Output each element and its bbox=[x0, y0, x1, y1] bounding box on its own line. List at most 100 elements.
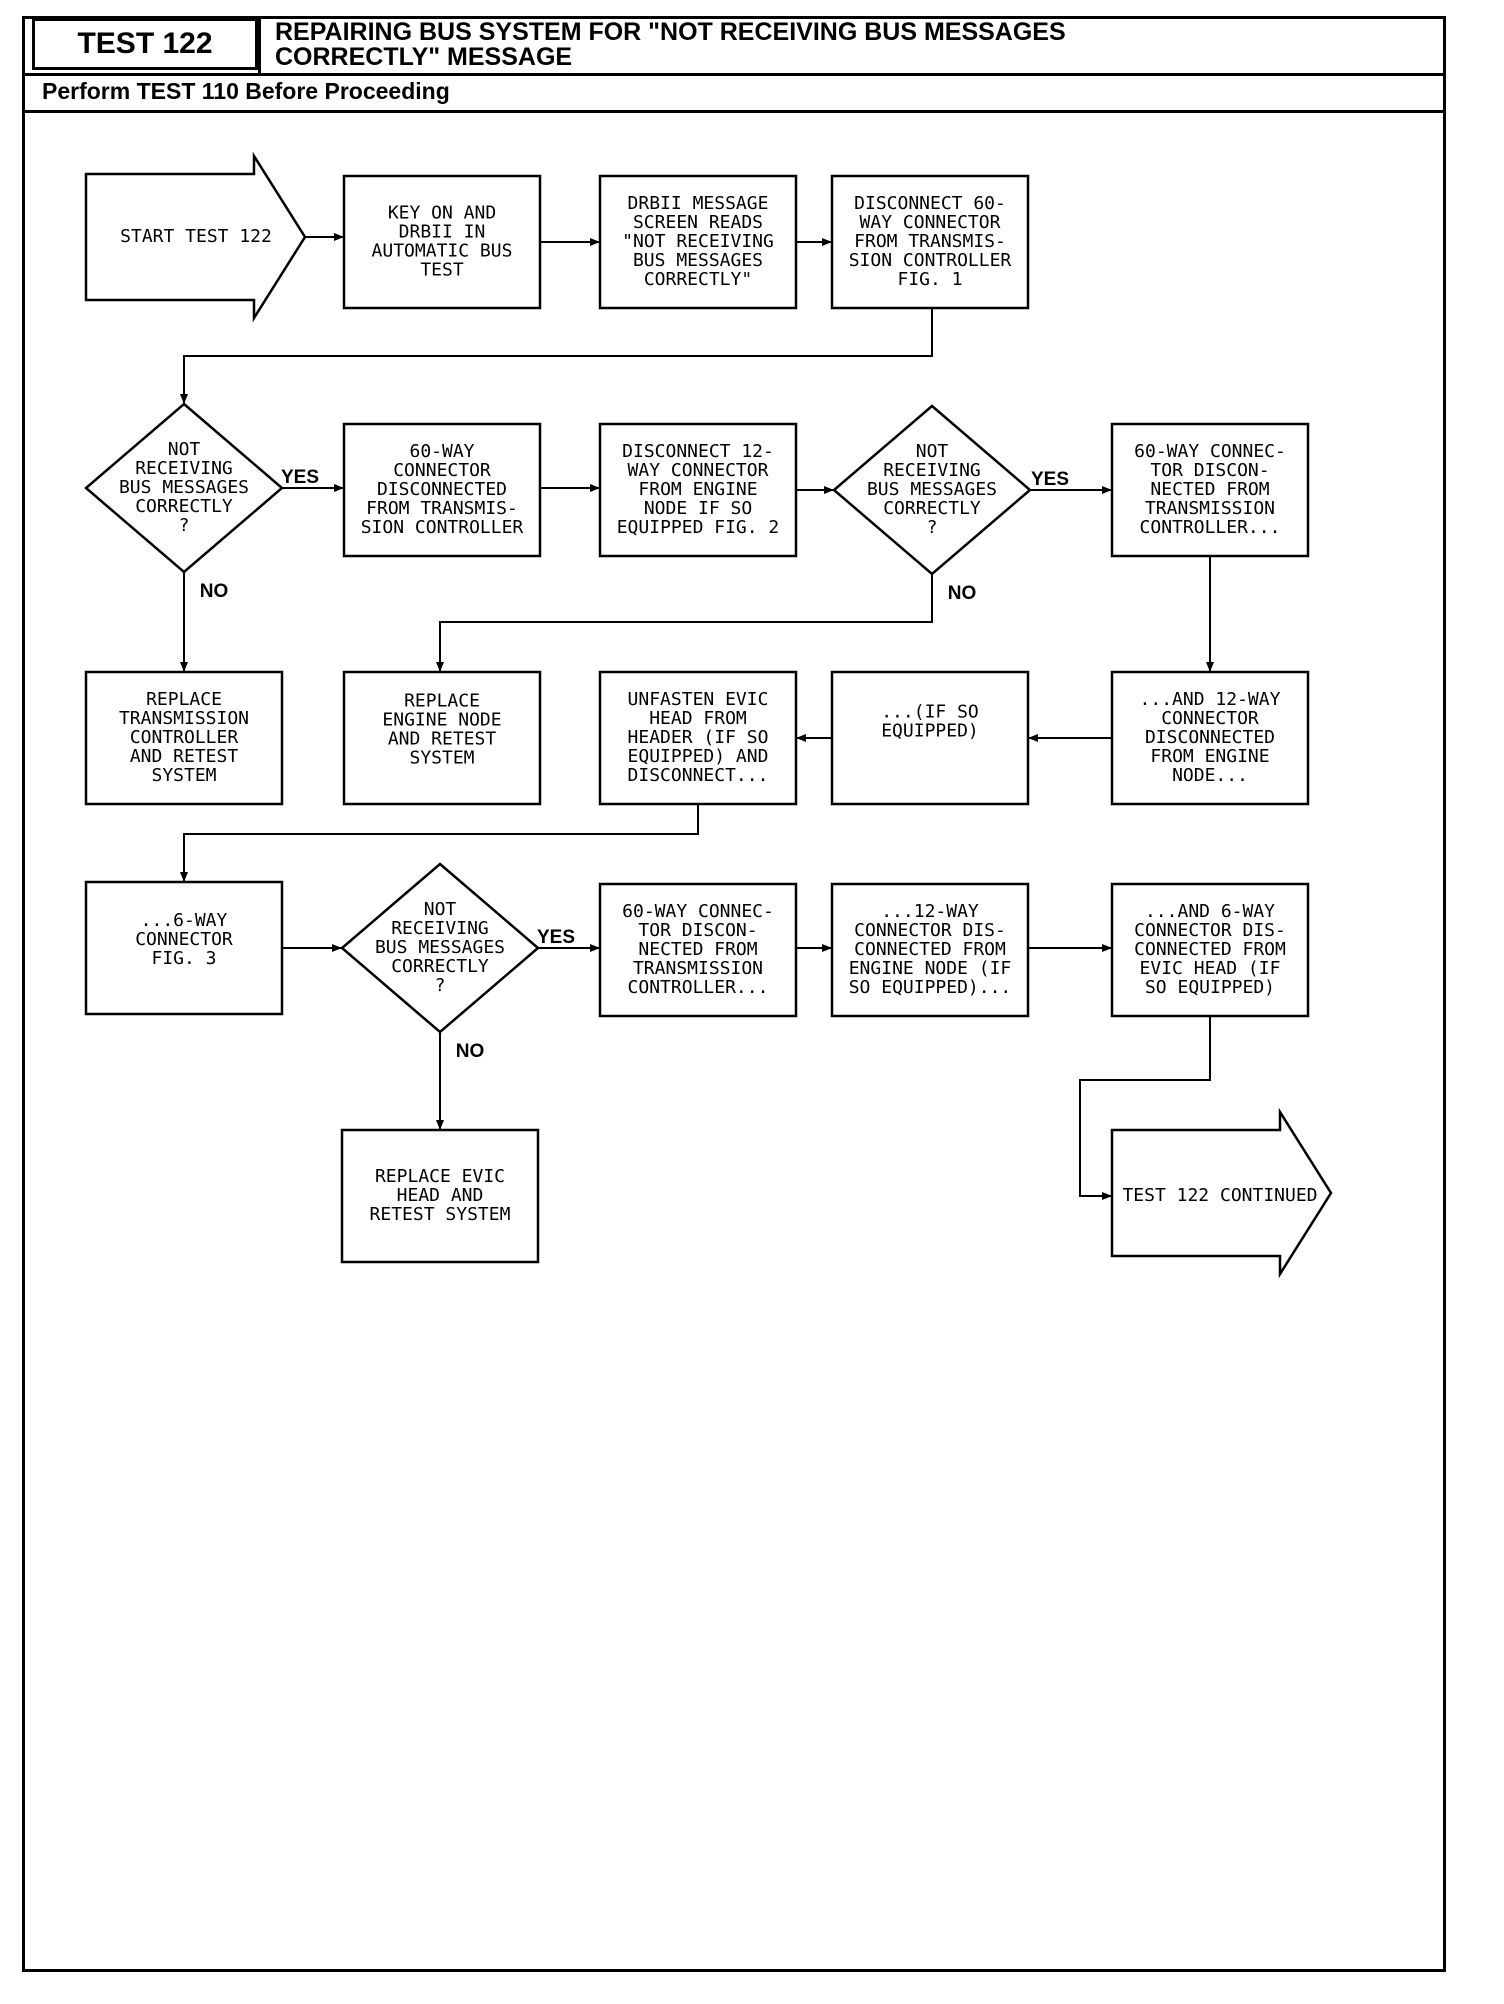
disconnect-60way-text-line: DISCONNECT 60- bbox=[854, 193, 1006, 214]
box-replace-tc bbox=[84, 670, 284, 806]
header-separator bbox=[258, 16, 261, 74]
60way-connector-c-text-line: TRANSMISSION bbox=[633, 958, 763, 979]
replace-engine-text-line: REPLACE bbox=[404, 691, 480, 712]
decision-2-text-line: CORRECTLY bbox=[883, 498, 981, 519]
6way-connector-c-text-line: EVIC HEAD (IF bbox=[1140, 958, 1281, 979]
replace-engine-text-line: SYSTEM bbox=[409, 748, 474, 769]
decision-3-text-line: NOT bbox=[424, 899, 457, 920]
decision-2-text-line: NOT bbox=[916, 441, 949, 462]
drbii-message-text-line: "NOT RECEIVING bbox=[622, 231, 774, 252]
decision-3-text-line: RECEIVING bbox=[391, 918, 489, 939]
60way-disconnected-text-line: DISCONNECTED bbox=[377, 479, 507, 500]
60way-disconnected-text-line: CONNECTOR bbox=[393, 460, 491, 481]
drbii-message-text-line: SCREEN READS bbox=[633, 212, 763, 233]
disconnect-60way-text-line: FROM TRANSMIS- bbox=[854, 231, 1006, 252]
box-12way-connector-c bbox=[830, 882, 1030, 1018]
test-number: TEST 122 bbox=[32, 18, 258, 70]
drbii-message-text-line: CORRECTLY" bbox=[644, 269, 752, 290]
60way-connector-b-text-line: TRANSMISSION bbox=[1145, 498, 1275, 519]
title-line-2: CORRECTLY" MESSAGE bbox=[275, 43, 573, 71]
disconnect-12way-text-line: DISCONNECT 12- bbox=[622, 441, 774, 462]
replace-tc-text-line: AND RETEST bbox=[130, 746, 239, 767]
no-label-3: NO bbox=[456, 1041, 485, 1062]
6way-connector-c-text-line: ...AND 6-WAY bbox=[1145, 901, 1275, 922]
disconnect-60way-text-line: FIG. 1 bbox=[897, 269, 962, 290]
page-title: REPAIRING BUS SYSTEM FOR "NOT RECEIVING … bbox=[275, 20, 1375, 70]
60way-connector-c-text-line: TOR DISCON- bbox=[638, 920, 757, 941]
6way-connector-text-line: ...6-WAY bbox=[141, 910, 228, 931]
and-12way-text-line: NODE... bbox=[1172, 765, 1248, 786]
replace-tc-text-line: TRANSMISSION bbox=[119, 708, 249, 729]
6way-connector-c-text-line: CONNECTED FROM bbox=[1134, 939, 1286, 960]
box-60way-disconnected bbox=[342, 422, 542, 558]
key-on-text-line: KEY ON AND bbox=[388, 203, 496, 224]
and-12way-text-line: FROM ENGINE bbox=[1150, 746, 1269, 767]
decision-2-text-line: RECEIVING bbox=[883, 460, 981, 481]
header-rule bbox=[22, 73, 1446, 76]
key-on-text-line: DRBII IN bbox=[399, 222, 486, 243]
start-arrow-shape bbox=[84, 151, 307, 323]
60way-connector-b-text-line: TOR DISCON- bbox=[1150, 460, 1269, 481]
6way-connector-c-text-line: CONNECTOR DIS- bbox=[1134, 920, 1286, 941]
arrow-disc60-decision1 bbox=[180, 308, 933, 404]
arrow-dec2-no bbox=[436, 574, 933, 672]
and-12way-text-line: CONNECTOR bbox=[1161, 708, 1259, 729]
decision-2-text-line: ? bbox=[927, 517, 938, 538]
unfasten-evic-text-line: EQUIPPED) AND bbox=[628, 746, 769, 767]
disconnect-12way-text-line: NODE IF SO bbox=[644, 498, 752, 519]
60way-connector-c-text-line: NECTED FROM bbox=[638, 939, 757, 960]
6way-connector-c-text-line: SO EQUIPPED) bbox=[1145, 977, 1275, 998]
12way-connector-c-text-line: SO EQUIPPED)... bbox=[849, 977, 1012, 998]
decision-1-text-line: BUS MESSAGES bbox=[119, 477, 249, 498]
and-12way-text-line: ...AND 12-WAY bbox=[1140, 689, 1281, 710]
decision-1-text-line: CORRECTLY bbox=[135, 496, 233, 517]
drbii-message-text-line: BUS MESSAGES bbox=[633, 250, 763, 271]
unfasten-evic-text-line: UNFASTEN EVIC bbox=[628, 689, 769, 710]
if-so-equipped-text-line: EQUIPPED) bbox=[881, 721, 979, 742]
60way-disconnected-text-line: SION CONTROLLER bbox=[361, 517, 524, 538]
title-line-1: REPAIRING BUS SYSTEM FOR "NOT RECEIVING … bbox=[275, 18, 1066, 46]
yes-label-1: YES bbox=[281, 467, 319, 488]
continued-arrow-shape bbox=[1110, 1107, 1333, 1279]
60way-connector-b-text-line: NECTED FROM bbox=[1150, 479, 1269, 500]
60way-disconnected-text-line: 60-WAY bbox=[409, 441, 474, 462]
drbii-message-text-line: DRBII MESSAGE bbox=[628, 193, 769, 214]
replace-evic-text-line: REPLACE EVIC bbox=[375, 1166, 505, 1187]
box-disconnect-60way bbox=[830, 174, 1030, 310]
and-12way-text-line: DISCONNECTED bbox=[1145, 727, 1275, 748]
decision-3-text-line: BUS MESSAGES bbox=[375, 937, 505, 958]
decision-1-text-line: NOT bbox=[168, 439, 201, 460]
disconnect-12way-text-line: FROM ENGINE bbox=[638, 479, 757, 500]
key-on-text-line: AUTOMATIC BUS bbox=[372, 241, 513, 262]
60way-connector-b-text-line: 60-WAY CONNEC- bbox=[1134, 441, 1286, 462]
no-label-2: NO bbox=[948, 583, 977, 604]
yes-label-3: YES bbox=[537, 927, 575, 948]
replace-tc-text-line: CONTROLLER bbox=[130, 727, 239, 748]
decision-3-text-line: CORRECTLY bbox=[391, 956, 489, 977]
replace-engine-text-line: ENGINE NODE bbox=[382, 710, 501, 731]
12way-connector-c-text-line: ENGINE NODE (IF bbox=[849, 958, 1012, 979]
6way-connector-text-line: CONNECTOR bbox=[135, 929, 233, 950]
subheader-rule bbox=[22, 110, 1446, 113]
replace-evic-text-line: HEAD AND bbox=[397, 1185, 484, 1206]
disconnect-12way-text-line: WAY CONNECTOR bbox=[628, 460, 769, 481]
disconnect-60way-text-line: WAY CONNECTOR bbox=[860, 212, 1001, 233]
arrow-6c-continued bbox=[1079, 1016, 1211, 1200]
replace-tc-text-line: REPLACE bbox=[146, 689, 222, 710]
box-replace-engine bbox=[342, 670, 542, 806]
continued-arrow-text-line: TEST 122 CONTINUED bbox=[1122, 1185, 1317, 1206]
decision-2-text-line: BUS MESSAGES bbox=[867, 479, 997, 500]
no-label-1: NO bbox=[200, 581, 229, 602]
replace-tc-text-line: SYSTEM bbox=[151, 765, 216, 786]
60way-connector-b-text-line: CONTROLLER... bbox=[1140, 517, 1281, 538]
key-on-text-line: TEST bbox=[420, 260, 464, 281]
box-60way-connector-c bbox=[598, 882, 798, 1018]
60way-disconnected-text-line: FROM TRANSMIS- bbox=[366, 498, 518, 519]
page-frame bbox=[22, 16, 1446, 1972]
if-so-equipped-text-line: ...(IF SO bbox=[881, 702, 979, 723]
arrow-unfasten-6way bbox=[180, 804, 699, 882]
disconnect-60way-text-line: SION CONTROLLER bbox=[849, 250, 1012, 271]
decision-1-text-line: ? bbox=[179, 515, 190, 536]
unfasten-evic-text-line: HEAD FROM bbox=[649, 708, 747, 729]
